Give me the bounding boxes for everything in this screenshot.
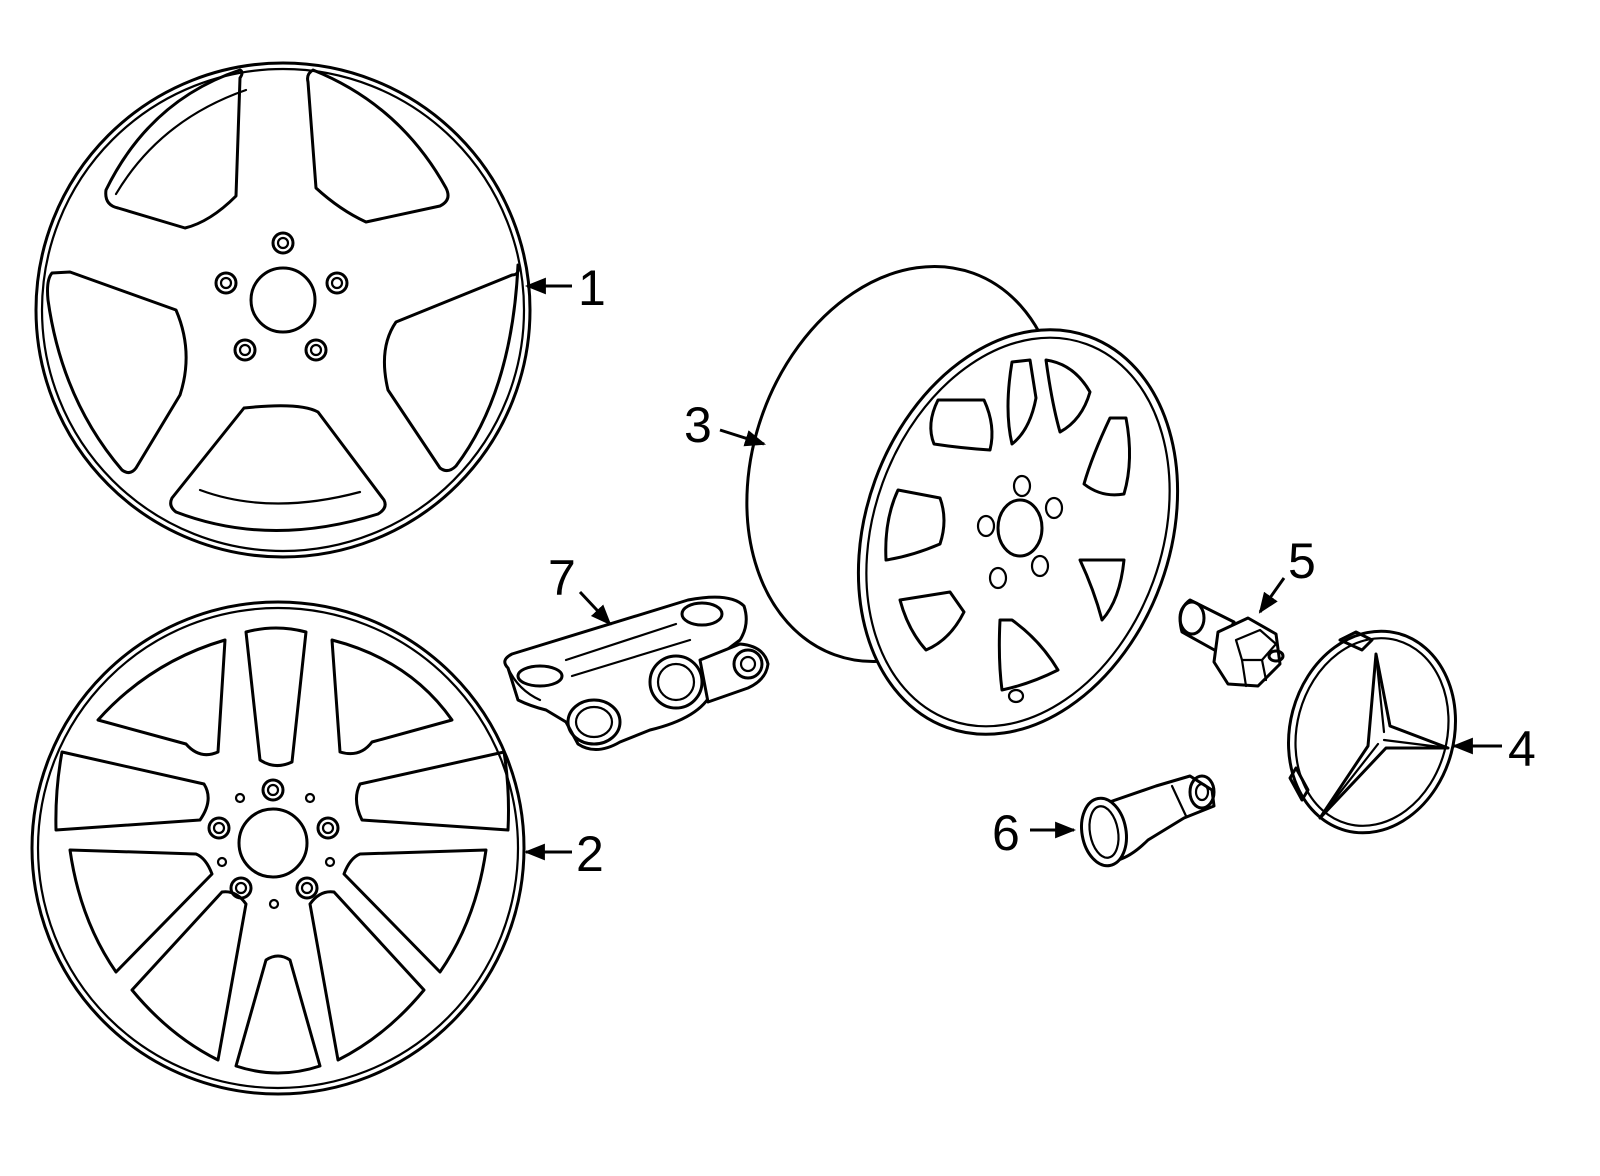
part-5-bolt <box>1178 598 1285 688</box>
callout-4: 4 <box>1508 721 1536 777</box>
callouts: 1 2 3 4 5 6 7 <box>548 260 1536 882</box>
callout-6: 6 <box>992 805 1020 861</box>
part-3-wheel <box>745 264 1180 736</box>
leader-lines <box>523 277 1502 861</box>
part-2-wheel <box>30 600 526 1096</box>
callout-7: 7 <box>548 550 576 606</box>
part-6-valve-stem <box>1080 774 1216 868</box>
callout-1: 1 <box>578 260 606 316</box>
leader-3 <box>719 428 767 447</box>
part-4-center-cap <box>1287 629 1457 835</box>
part-1-wheel <box>34 61 532 559</box>
leader-7 <box>578 590 612 626</box>
callout-5: 5 <box>1288 533 1316 589</box>
part-7-sensor <box>503 595 770 751</box>
leader-5 <box>1258 577 1286 614</box>
callout-2: 2 <box>576 826 604 882</box>
callout-3: 3 <box>684 397 712 453</box>
